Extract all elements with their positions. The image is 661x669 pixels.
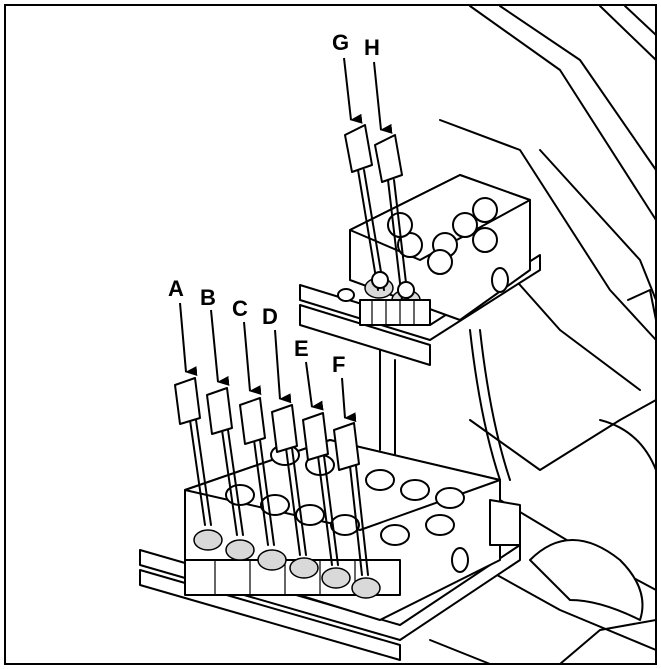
arrow-h: [373, 61, 393, 134]
label-d: D: [262, 304, 278, 329]
figure-border: [4, 4, 657, 665]
hydraulic-hoses: [379, 329, 511, 481]
arrow-a: [179, 302, 198, 377]
lever-g: [344, 124, 389, 291]
arrow-c: [243, 321, 262, 396]
arrow-d: [274, 329, 292, 404]
label-h: H: [364, 35, 380, 60]
upper-valve-block: [299, 174, 541, 366]
arrow-g: [343, 57, 363, 124]
label-g: G: [332, 30, 349, 55]
arrow-b: [210, 309, 230, 386]
lever-d: [271, 404, 319, 579]
lever-h: [374, 134, 415, 301]
arrow-f: [341, 377, 357, 423]
lever-c: [239, 397, 287, 571]
lever-a: [174, 377, 223, 551]
label-a: A: [168, 276, 184, 301]
callout-labels: A B C D E F G H: [168, 30, 380, 377]
label-c: C: [232, 296, 248, 321]
pointer-arrows: [179, 57, 393, 423]
arrow-e: [305, 361, 324, 411]
label-b: B: [200, 285, 216, 310]
lever-f: [333, 422, 381, 599]
lever-b: [206, 387, 255, 561]
label-f: F: [332, 352, 345, 377]
machine-frame: [429, 5, 657, 665]
label-e: E: [294, 336, 309, 361]
lever-e: [302, 412, 351, 589]
